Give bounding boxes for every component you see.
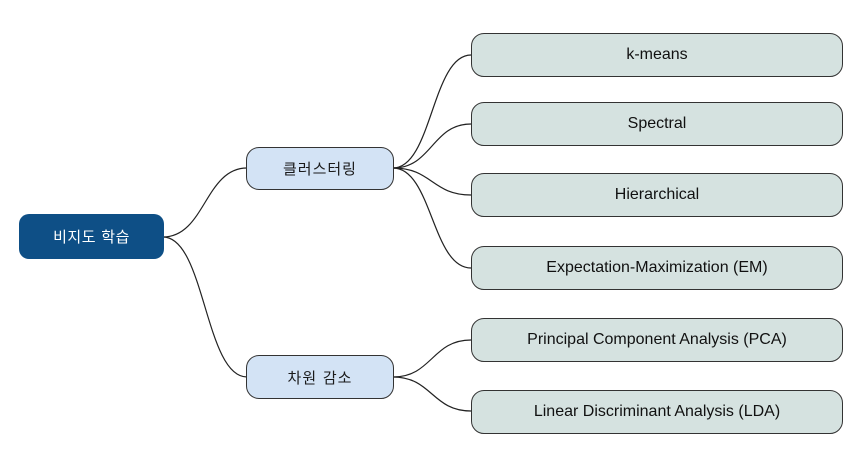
connector-root-clustering: [162, 167, 248, 238]
connector-clustering-hierarchical: [392, 167, 472, 196]
leaf-label: k-means: [626, 46, 688, 63]
leaf-node-spectral[interactable]: Spectral: [471, 102, 843, 146]
leaf-label: Expectation-Maximization (EM): [546, 259, 768, 276]
leaf-node-pca[interactable]: Principal Component Analysis (PCA): [471, 318, 843, 362]
connector-clustering-kmeans: [392, 54, 472, 169]
root-label: 비지도 학습: [53, 228, 130, 246]
branch-label: 차원 감소: [287, 368, 353, 387]
branch-node-dimension-reduction[interactable]: 차원 감소: [246, 355, 394, 399]
leaf-label: Hierarchical: [614, 186, 700, 203]
leaf-node-em[interactable]: Expectation-Maximization (EM): [471, 246, 843, 290]
connector-clustering-em: [392, 167, 472, 269]
root-node[interactable]: 비지도 학습: [19, 214, 164, 259]
connector-dimreduction-lda: [392, 376, 472, 412]
leaf-label: Principal Component Analysis (PCA): [527, 331, 787, 348]
leaf-label: Spectral: [627, 115, 687, 132]
leaf-node-hierarchical[interactable]: Hierarchical: [471, 173, 843, 217]
leaf-node-kmeans[interactable]: k-means: [471, 33, 843, 77]
leaf-node-lda[interactable]: Linear Discriminant Analysis (LDA): [471, 390, 843, 434]
branch-node-clustering[interactable]: 클러스터링: [246, 147, 394, 190]
connector-root-dimreduction: [162, 236, 248, 378]
connector-dimreduction-pca: [392, 339, 472, 378]
leaf-label: Linear Discriminant Analysis (LDA): [533, 403, 781, 420]
branch-label: 클러스터링: [282, 160, 357, 178]
connector-clustering-spectral: [392, 123, 472, 169]
